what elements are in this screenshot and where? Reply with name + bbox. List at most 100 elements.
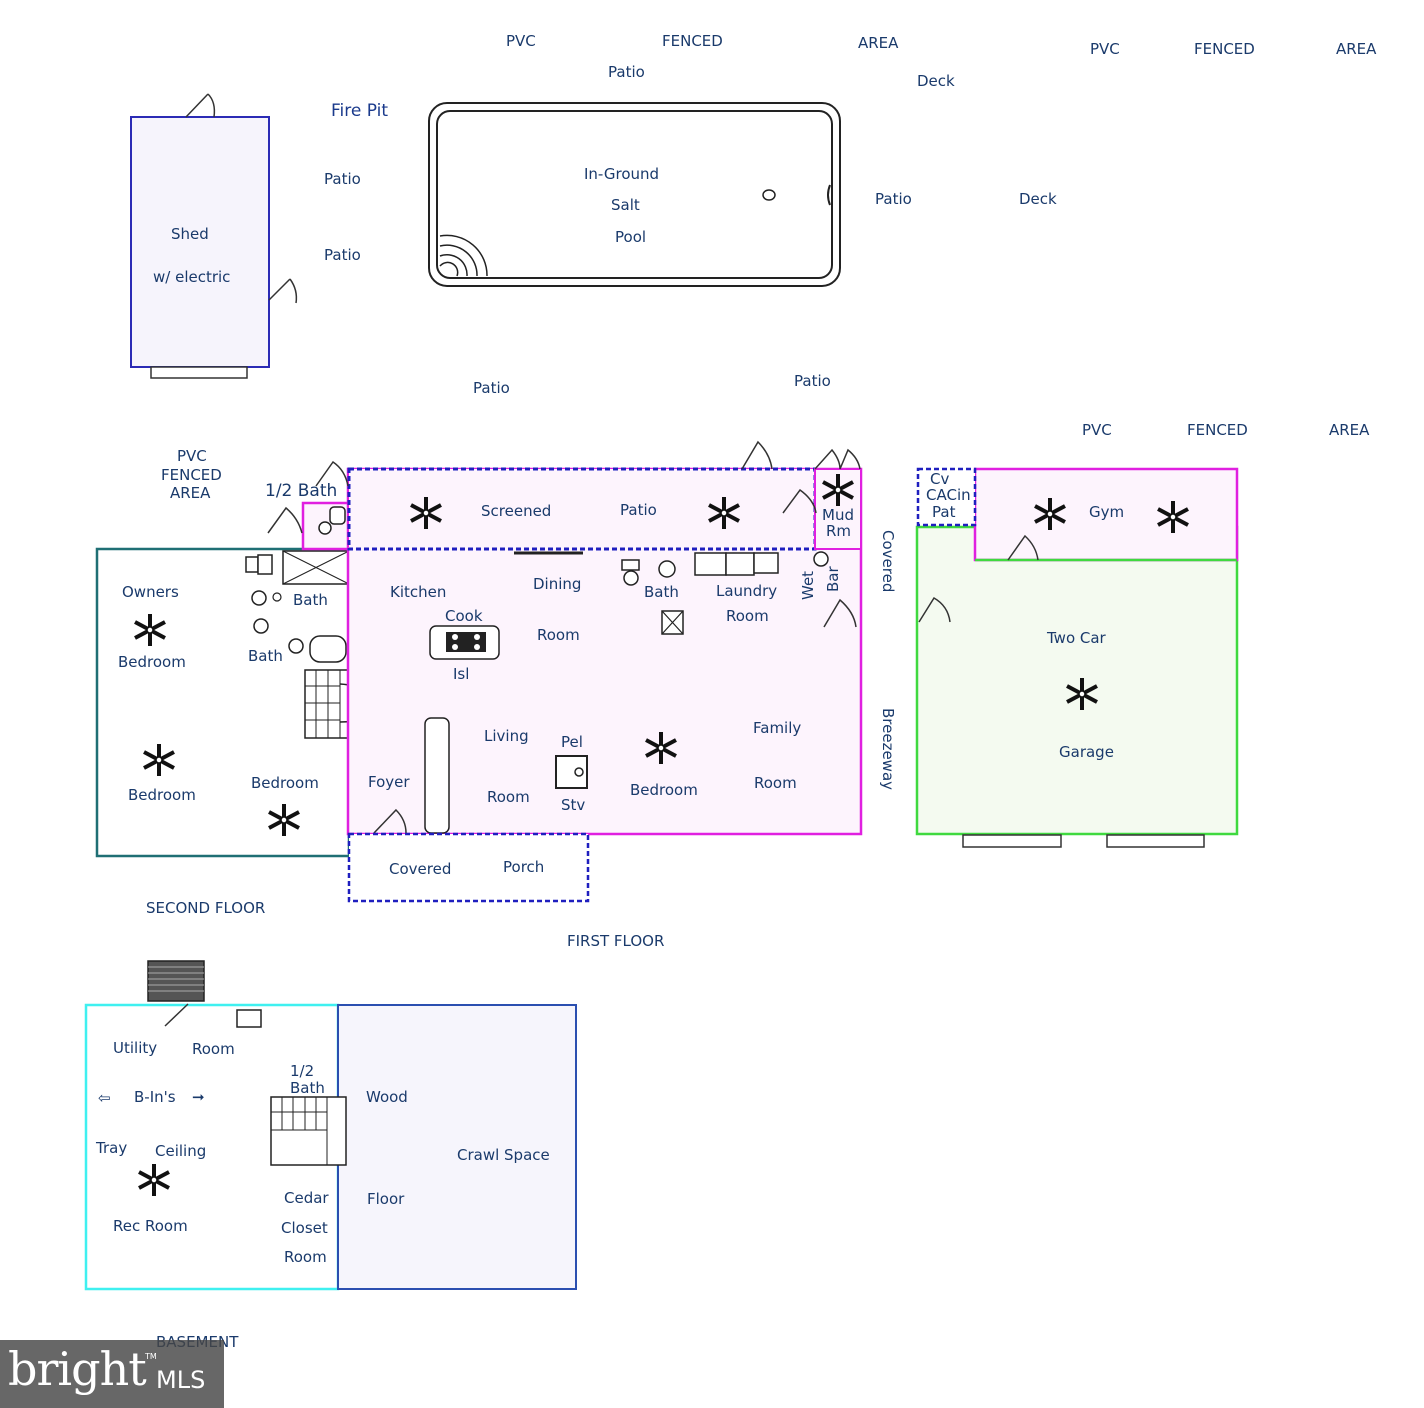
- bedroom-label: Bedroom: [251, 774, 319, 792]
- door-icon: [373, 808, 407, 834]
- room-label: Room: [192, 1040, 235, 1058]
- bright-mls-watermark: bright TM MLS: [0, 1340, 224, 1408]
- patio-label: Patio: [473, 379, 510, 397]
- toilet-icon: [621, 559, 640, 571]
- door-icon: [185, 93, 216, 118]
- sink-icon: [658, 560, 676, 578]
- room-label: Room: [284, 1248, 327, 1266]
- deck-label: Deck: [1019, 190, 1057, 208]
- bath-label: Bath: [248, 647, 283, 665]
- bedroom-label: Bedroom: [118, 653, 186, 671]
- covered-patio: [916, 467, 977, 527]
- pat-label: Pat: [932, 503, 956, 521]
- laundry-label: Laundry: [716, 582, 777, 600]
- breezeway-label: Breezeway: [879, 708, 897, 790]
- door-icon: [918, 596, 951, 623]
- kitchen-label: Kitchen: [390, 583, 446, 601]
- pool-steps-icon: [439, 234, 488, 277]
- patio-label: Patio: [875, 190, 912, 208]
- fence-pvc: PVC: [1082, 421, 1112, 439]
- door-icon: [814, 448, 861, 470]
- tub-icon: [309, 635, 347, 663]
- patio-label: Patio: [324, 246, 361, 264]
- first-floor-label: FIRST FLOOR: [567, 932, 664, 950]
- covered-label: Covered: [879, 530, 897, 592]
- cacin-label: CACin: [926, 486, 971, 504]
- tray-label: Tray: [95, 1139, 127, 1157]
- sink-icon: [253, 618, 269, 634]
- watermark-mls: MLS: [156, 1366, 206, 1394]
- bar-sink-icon: [813, 551, 829, 567]
- arrow-left-icon: ⇦: [98, 1089, 111, 1107]
- shed-label: Shed: [171, 225, 209, 243]
- toilet-icon: [288, 638, 304, 654]
- bedroom-label: Bedroom: [128, 786, 196, 804]
- utility-sink-icon: [753, 552, 779, 574]
- arrow-right-icon: ➞: [192, 1088, 205, 1106]
- living-label: Living: [484, 727, 529, 745]
- crawl-space-label: Crawl Space: [457, 1146, 550, 1164]
- room-label: Room: [726, 607, 769, 625]
- family-label: Family: [753, 719, 801, 737]
- patio-label: Patio: [608, 63, 645, 81]
- pool-label: Pool: [615, 228, 646, 246]
- door-icon: [315, 460, 349, 487]
- shed: Shed w/ electric: [130, 93, 298, 379]
- toilet-icon: [318, 521, 332, 535]
- dining-label: Dining: [533, 575, 581, 593]
- pool-label: In-Ground: [584, 165, 659, 183]
- stv-label: Stv: [561, 796, 585, 814]
- sink-icon: [251, 590, 267, 606]
- door-icon: [267, 506, 303, 534]
- fence-pvc: PVC: [177, 447, 207, 465]
- fence-fenced: FENCED: [662, 32, 723, 50]
- bench-icon: [424, 717, 450, 834]
- fence-label-garage: PVC FENCED AREA: [1082, 421, 1370, 439]
- pel-label: Pel: [561, 733, 583, 751]
- fence-label-left: PVC FENCED AREA: [161, 447, 222, 502]
- door-icon: [741, 440, 773, 470]
- deck-label: Deck: [917, 72, 955, 90]
- rec-room-label: Rec Room: [113, 1217, 188, 1235]
- patio-label: Patio: [324, 170, 361, 188]
- covered-label: Covered: [389, 860, 451, 878]
- half-label: 1/2: [290, 1062, 314, 1080]
- bedroom-label: Bedroom: [630, 781, 698, 799]
- patio-label: Patio: [620, 501, 657, 519]
- fence-label-top-left: PVC FENCED AREA: [506, 32, 899, 52]
- foyer-label: Foyer: [368, 773, 410, 791]
- fence-area: AREA: [1336, 40, 1377, 58]
- wood-label: Wood: [366, 1088, 408, 1106]
- first-floor: 1/2 Bath Screened Patio Mud Rm Kitchen C…: [265, 440, 897, 903]
- door-icon: [1007, 534, 1039, 561]
- fire-pit-label: Fire Pit: [331, 101, 388, 121]
- toilet-icon: [245, 556, 259, 573]
- fence-label-top-right: PVC FENCED AREA: [1090, 40, 1377, 58]
- wet-label: Wet: [799, 571, 817, 600]
- bath-label: Bath: [644, 583, 679, 601]
- bath-label: Bath: [290, 1079, 325, 1097]
- patio-label: Patio: [794, 372, 831, 390]
- fence-area: AREA: [1329, 421, 1370, 439]
- cook-label: Cook: [445, 607, 483, 625]
- covered-porch: [347, 832, 590, 903]
- stairs-icon: [270, 1096, 347, 1166]
- garage-door-icon: [1106, 834, 1205, 848]
- garage-label: Garage: [1059, 743, 1114, 761]
- watermark-tm: TM: [145, 1352, 157, 1361]
- shed-electric-label: w/ electric: [153, 268, 230, 286]
- sink-icon: [236, 1009, 262, 1028]
- cedar-label: Cedar: [284, 1189, 329, 1207]
- watermark-brand: bright: [8, 1342, 147, 1396]
- owners-label: Owners: [122, 583, 179, 601]
- pool-label: Salt: [611, 196, 640, 214]
- pool: In-Ground Salt Pool: [428, 102, 841, 287]
- fence-pvc: PVC: [1090, 40, 1120, 58]
- half-bath-label: 1/2 Bath: [265, 481, 337, 501]
- fence-area: AREA: [858, 34, 899, 52]
- room-label: Room: [537, 626, 580, 644]
- door-icon: [782, 488, 817, 514]
- garage-door-icon: [962, 834, 1062, 848]
- rm-label: Rm: [826, 522, 851, 540]
